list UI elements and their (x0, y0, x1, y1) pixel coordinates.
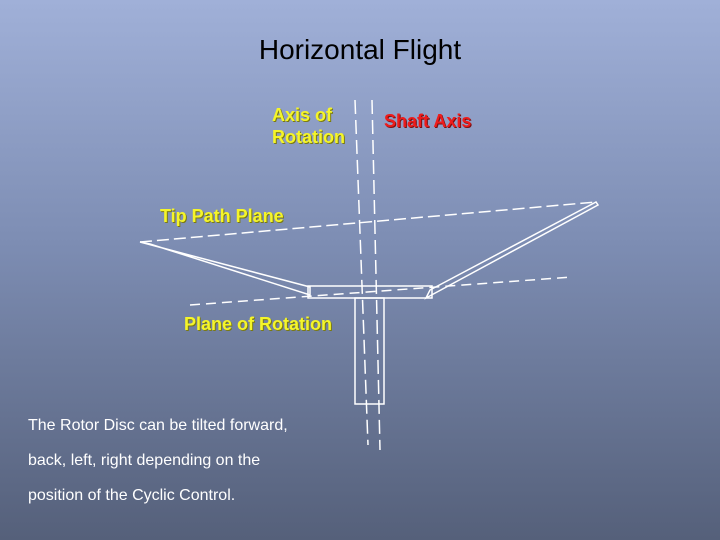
tip-path-plane-label: Tip Path Plane (160, 206, 284, 226)
axis-of-rotation-label-line1: Axis of (272, 105, 333, 125)
shaft-axis-line (371, 99, 381, 451)
axis-of-rotation-label-line2: Rotation (272, 127, 345, 147)
axis-of-rotation-line (354, 99, 369, 446)
slide-title: Horizontal Flight (258, 34, 462, 65)
rotor-blade-left (139, 241, 311, 297)
description-text: The Rotor Disc can be tilted forward, ba… (28, 408, 348, 513)
rotor-mast (354, 297, 385, 405)
description-line-2: back, left, right depending on the (28, 452, 261, 469)
plane-of-rotation-label: Plane of Rotation (184, 314, 332, 334)
description-line-3: position of the Cyclic Control. (28, 487, 236, 504)
tip-path-plane-line (139, 201, 597, 243)
plane-of-rotation-line (189, 276, 573, 306)
axis-of-rotation-label: Axis of Rotation (272, 104, 345, 148)
rotor-blade-right (424, 201, 600, 300)
shaft-axis-label: Shaft Axis (384, 111, 472, 131)
description-line-1: The Rotor Disc can be tilted forward, (28, 417, 288, 434)
